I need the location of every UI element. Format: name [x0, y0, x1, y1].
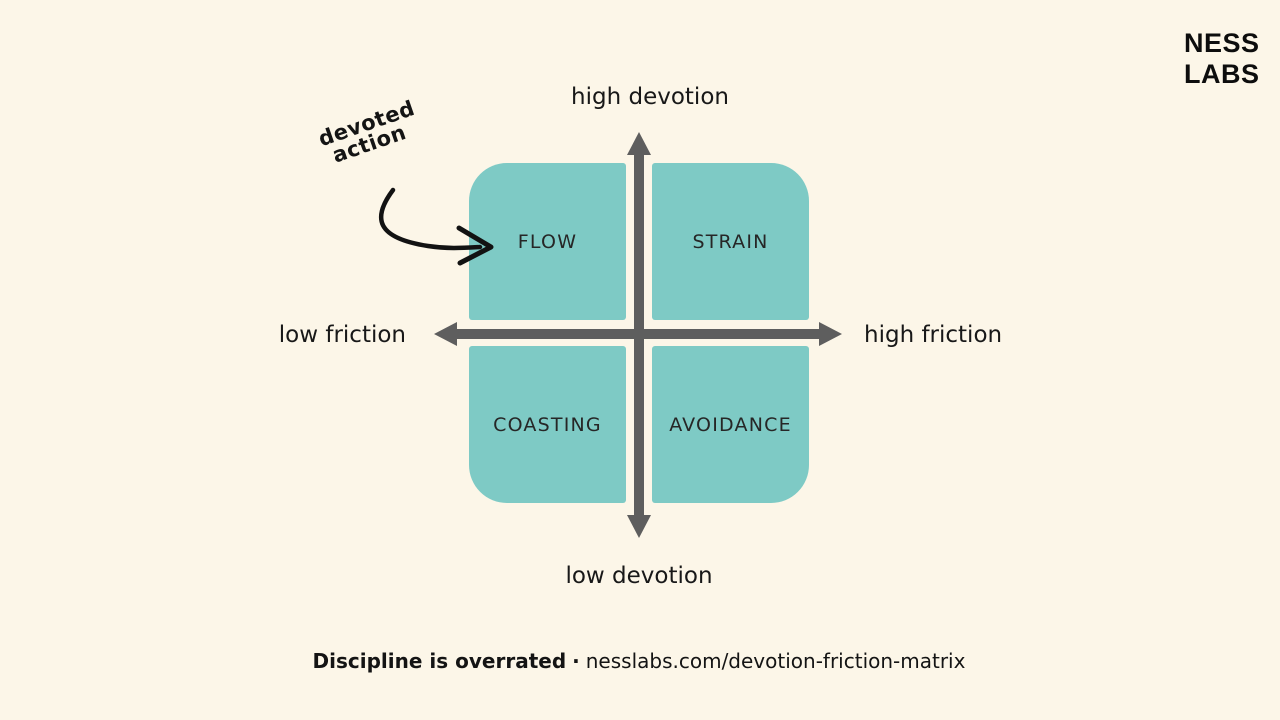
axis-label-high-friction: high friction [864, 322, 1003, 348]
axis-label-low-devotion: low devotion [565, 563, 713, 589]
axis-label-low-friction: low friction [278, 322, 406, 348]
quadrant-avoidance: AVOIDANCE [652, 346, 809, 503]
footer-separator: · [572, 649, 580, 673]
axis-label-high-devotion: high devotion [571, 84, 729, 110]
quadrant-coasting: COASTING [469, 346, 626, 503]
footer-caption: Discipline is overrated·nesslabs.com/dev… [313, 649, 966, 673]
matrix-grid: FLOW STRAIN COASTING AVOIDANCE [469, 163, 809, 503]
footer-url: nesslabs.com/devotion-friction-matrix [585, 649, 966, 673]
brand-line-1: NESS [1184, 28, 1260, 58]
quadrant-avoidance-label: AVOIDANCE [669, 413, 792, 436]
footer-title: Discipline is overrated [312, 649, 567, 673]
ness-labs-logo: NESS LABS [1184, 28, 1260, 90]
devoted-action-annotation: devoted action [315, 96, 424, 169]
quadrant-flow: FLOW [469, 163, 626, 320]
quadrant-strain-label: STRAIN [692, 230, 769, 253]
brand-line-2: LABS [1184, 59, 1260, 90]
quadrant-flow-label: FLOW [517, 230, 578, 253]
quadrant-coasting-label: COASTING [493, 413, 602, 436]
quadrant-strain: STRAIN [652, 163, 809, 320]
